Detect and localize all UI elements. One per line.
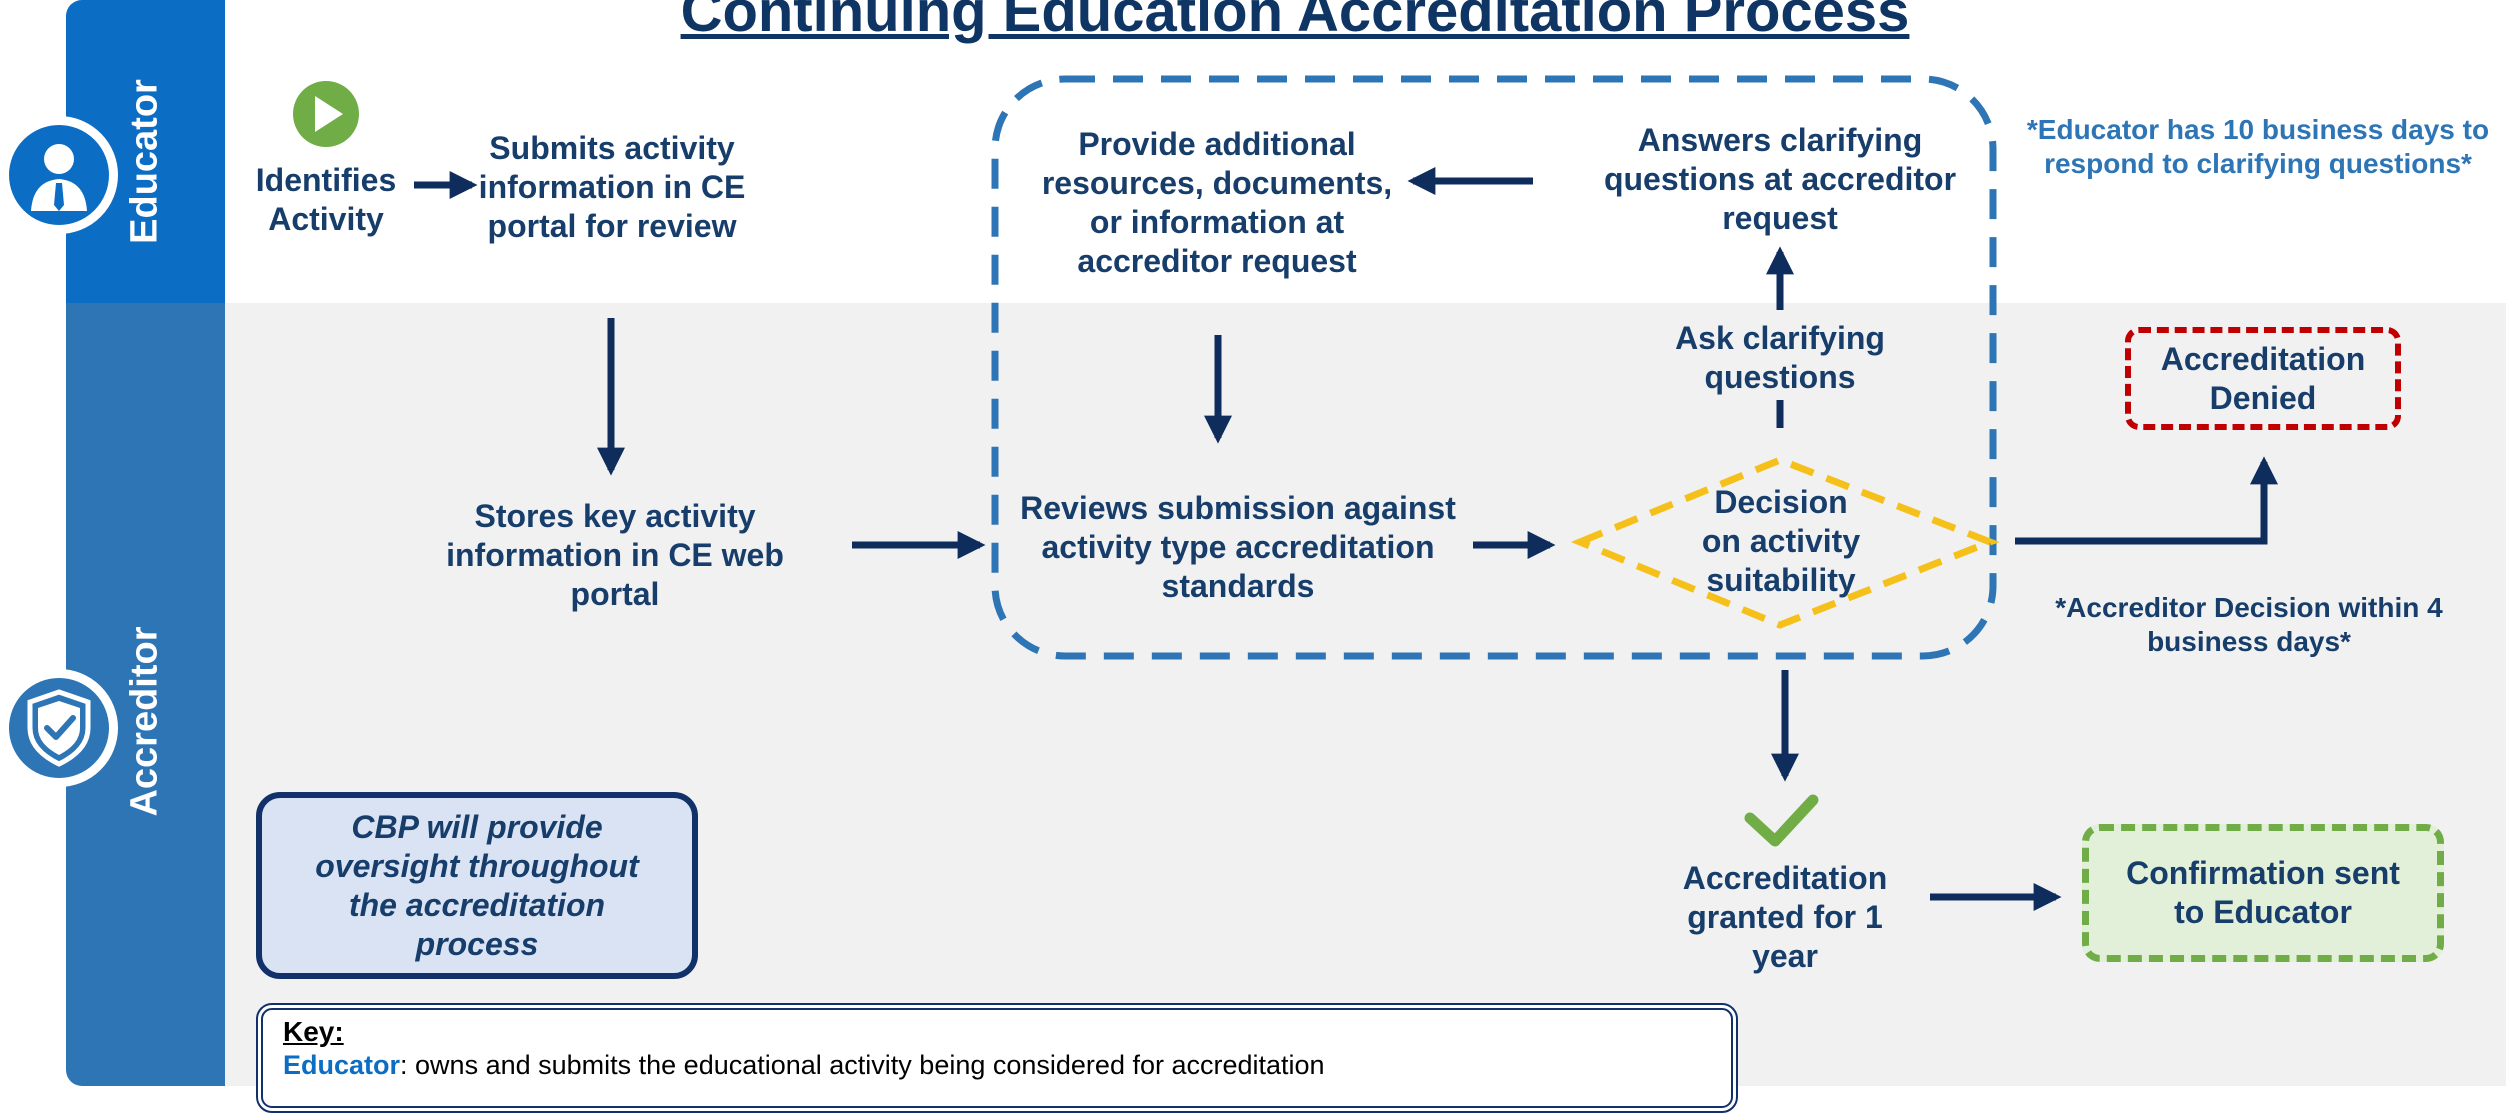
page-title: Continuing Education Accreditation Proce… (680, 0, 1910, 44)
step-submits-activity: Submits activity information in CE porta… (478, 130, 746, 244)
accreditor-shield-icon (0, 669, 118, 787)
diagram-connectors (293, 75, 2278, 911)
decision-diamond (1570, 456, 2000, 629)
step-reviews-submission: Reviews submission against activity type… (1020, 490, 1456, 604)
educator-person-icon (0, 116, 118, 234)
confirmation-label: Confirmation sent to Educator (2126, 855, 2400, 930)
key-legend: Key: Educator: owns and submits the educ… (256, 1003, 1738, 1113)
step-answers-clarifying: Answers clarifying questions at accredit… (1603, 122, 1957, 236)
step-accreditation-granted: Accreditation granted for 1 year (1682, 860, 1888, 974)
confirmation-box: Confirmation sent to Educator (2082, 824, 2444, 962)
start-play-icon (293, 81, 359, 147)
key-educator-line: Educator: owns and submits the education… (283, 1050, 1711, 1081)
arrow-decision-to-denied (2015, 456, 2278, 545)
key-educator-definition: : owns and submits the educational activ… (400, 1050, 1325, 1080)
cbp-oversight-box: CBP will provide oversight throughout th… (256, 792, 698, 979)
clarification-loop-border (991, 75, 1997, 660)
step-stores-activity: Stores key activity information in CE we… (446, 498, 784, 612)
step-provide-resources: Provide additional resources, documents,… (1041, 126, 1393, 279)
accreditation-denied-box: Accreditation Denied (2125, 327, 2401, 430)
accreditor-days-note: *Accreditor Decision within 4 business d… (2055, 592, 2443, 657)
step-decision: Decision on activity suitability (1701, 484, 1861, 598)
educator-days-note: *Educator has 10 business days to respon… (2026, 114, 2490, 179)
key-title: Key: (283, 1016, 344, 1047)
step-identifies-activity: Identifies Activity (255, 162, 397, 237)
step-ask-clarifying: Ask clarifying questions (1675, 320, 1885, 395)
cbp-oversight-text: CBP will provide oversight throughout th… (315, 808, 639, 962)
granted-checkmark-icon (1744, 794, 1819, 847)
key-educator-term: Educator (283, 1050, 401, 1080)
accreditation-denied-label: Accreditation Denied (2160, 340, 2366, 416)
